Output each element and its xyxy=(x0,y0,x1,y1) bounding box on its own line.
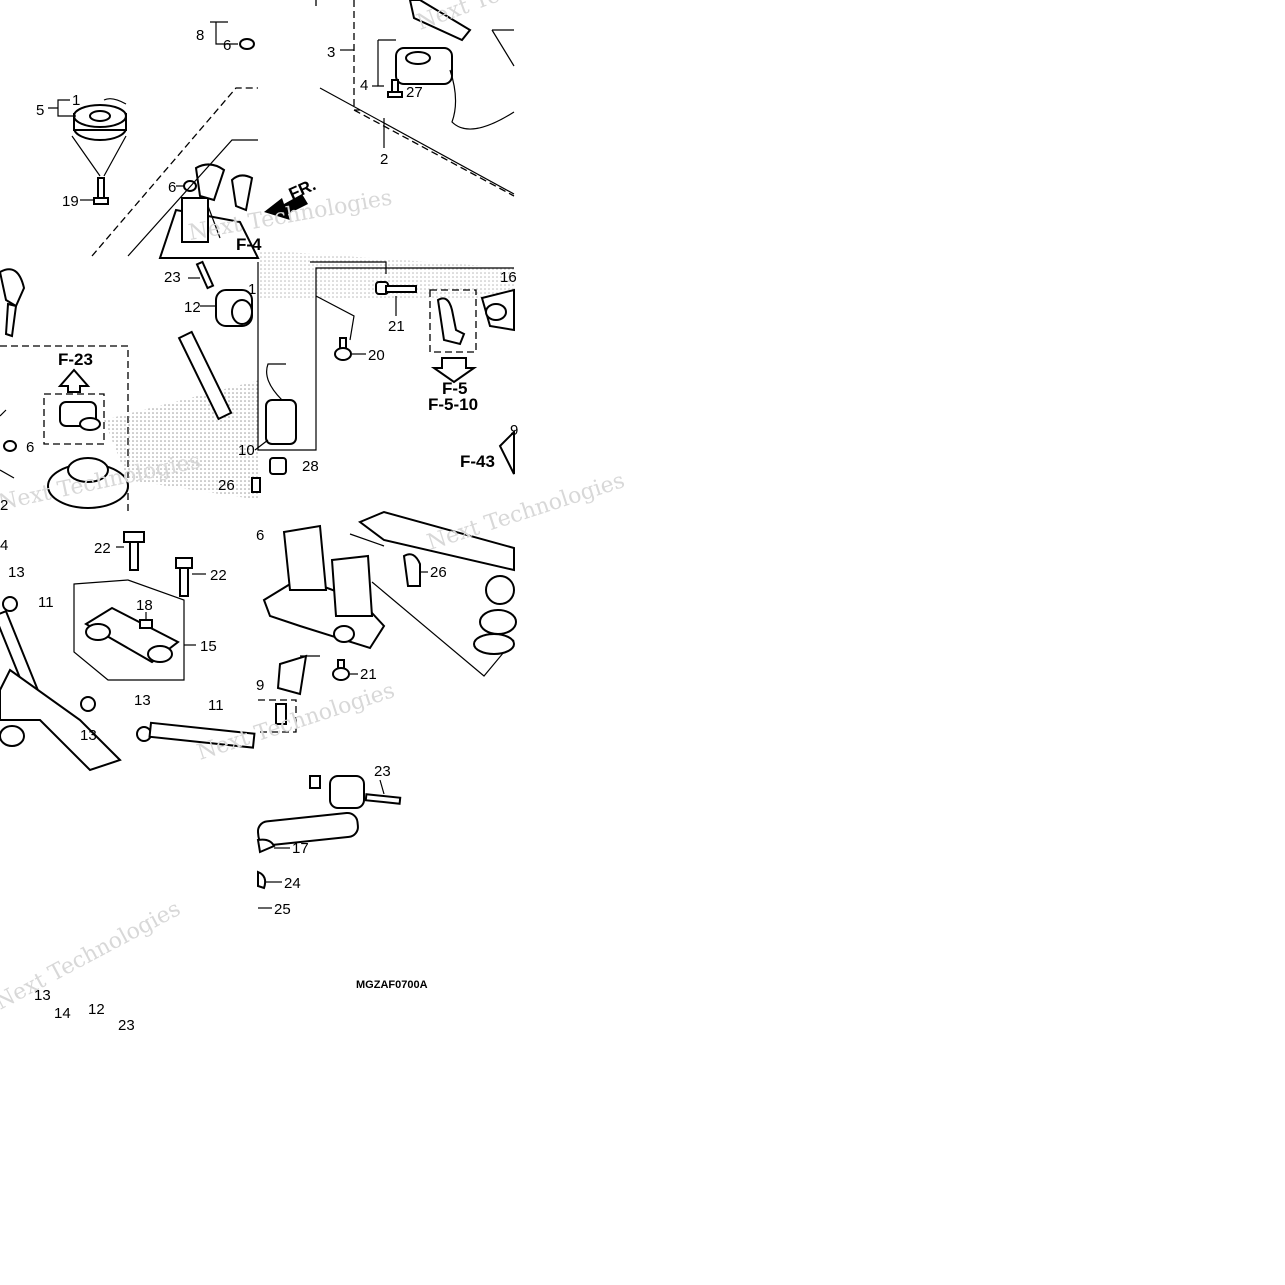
part-label: 6 xyxy=(256,527,264,544)
part-label: 3 xyxy=(327,44,335,61)
part-label: 10 xyxy=(238,442,255,459)
tile-middle-middle xyxy=(257,250,515,475)
part-label: 6 xyxy=(223,37,231,54)
ref-f4: F-4 xyxy=(236,235,262,254)
part-label: 2 xyxy=(380,151,388,168)
part-label: 28 xyxy=(302,458,319,475)
part-label: 22 xyxy=(94,540,111,557)
tile-top-middle xyxy=(264,0,515,220)
part-label: 16 xyxy=(500,269,517,286)
tile-top-left xyxy=(48,21,260,259)
collar-26 xyxy=(402,553,421,587)
weight-12 xyxy=(215,289,253,327)
part-label: 5 xyxy=(36,102,44,119)
watermark-text: Next Technologies xyxy=(424,468,628,555)
tile-bottom-left xyxy=(0,531,256,772)
part-label: 20 xyxy=(368,347,385,364)
weight-lower xyxy=(309,775,365,809)
bracket-9 xyxy=(276,654,308,696)
part-label: 2 xyxy=(0,497,8,514)
part-label: 25 xyxy=(274,901,291,918)
part-label: 18 xyxy=(136,597,153,614)
tile-middle-left xyxy=(0,260,297,514)
ref-f43: F-43 xyxy=(460,452,495,471)
part-label: 26 xyxy=(218,477,235,494)
bolt-22b xyxy=(175,557,193,597)
cylinder-part xyxy=(59,401,101,431)
watermark-text: Next Technologies xyxy=(0,896,185,1015)
part-label: 1 xyxy=(72,92,80,109)
bolt-19 xyxy=(93,177,109,205)
part-label: 9 xyxy=(256,677,264,694)
bolt-21 xyxy=(375,281,417,295)
part-label: 9 xyxy=(510,422,518,439)
part-label: 13 xyxy=(34,987,51,1004)
part-label: 22 xyxy=(210,567,227,584)
ref-f23: F-23 xyxy=(58,350,93,369)
triple-clamp xyxy=(262,524,386,650)
part-label: 4 xyxy=(360,77,368,94)
part-labels: 8 6 5 1 19 6 3 4 27 2 23 12 1 10 26 28 6… xyxy=(0,27,518,1034)
part-label: 24 xyxy=(284,875,301,892)
key-part xyxy=(0,268,26,338)
lock-ring-part xyxy=(73,98,127,141)
part-label: 12 xyxy=(184,299,201,316)
part-label: 13 xyxy=(80,727,97,744)
tile-bottom-middle xyxy=(256,510,517,909)
part-label: 23 xyxy=(118,1017,135,1034)
ref-f5: F-5 xyxy=(442,379,468,398)
part-label: 6 xyxy=(168,179,176,196)
bar-11b xyxy=(148,721,256,749)
bolt-22a xyxy=(123,531,145,571)
part-label: 17 xyxy=(292,840,309,857)
part-label: 13 xyxy=(8,564,25,581)
part-label: 4 xyxy=(0,537,8,554)
screw-27 xyxy=(387,79,403,98)
part-label: 15 xyxy=(200,638,217,655)
part-label: 11 xyxy=(208,697,224,714)
reference-callouts: F-23 F-5 F-5-10 F-43 FR. F-4 MGZAF0700A xyxy=(58,175,495,991)
screw-20 xyxy=(334,337,352,361)
bearing-part xyxy=(473,575,517,655)
diagram-code: MGZAF0700A xyxy=(356,979,428,991)
part-label: 21 xyxy=(360,666,377,683)
end-cap-16 xyxy=(480,288,515,332)
part-label: 14 xyxy=(54,1005,71,1022)
ignition-switch-part xyxy=(158,163,260,259)
grip-10 xyxy=(177,330,297,445)
switch-housing-part xyxy=(395,0,515,130)
part-label: 6 xyxy=(26,439,34,456)
cover-part xyxy=(47,457,129,509)
part-label: 23 xyxy=(374,763,391,780)
part-label: 23 xyxy=(164,269,181,286)
part-label: 21 xyxy=(388,318,405,335)
part-label: 27 xyxy=(406,84,423,101)
part-label: 13 xyxy=(134,692,151,709)
ref-f5-10: F-5-10 xyxy=(428,395,478,414)
holder-15 xyxy=(84,606,180,664)
screw-21b xyxy=(332,659,350,681)
part-label: 8 xyxy=(196,27,204,44)
part-label: 11 xyxy=(38,594,54,611)
front-direction-arrow xyxy=(264,194,308,220)
part-label: 19 xyxy=(62,193,79,210)
part-label: 12 xyxy=(88,1001,105,1018)
part-label: 1 xyxy=(248,281,256,298)
part-label: 26 xyxy=(430,564,447,581)
